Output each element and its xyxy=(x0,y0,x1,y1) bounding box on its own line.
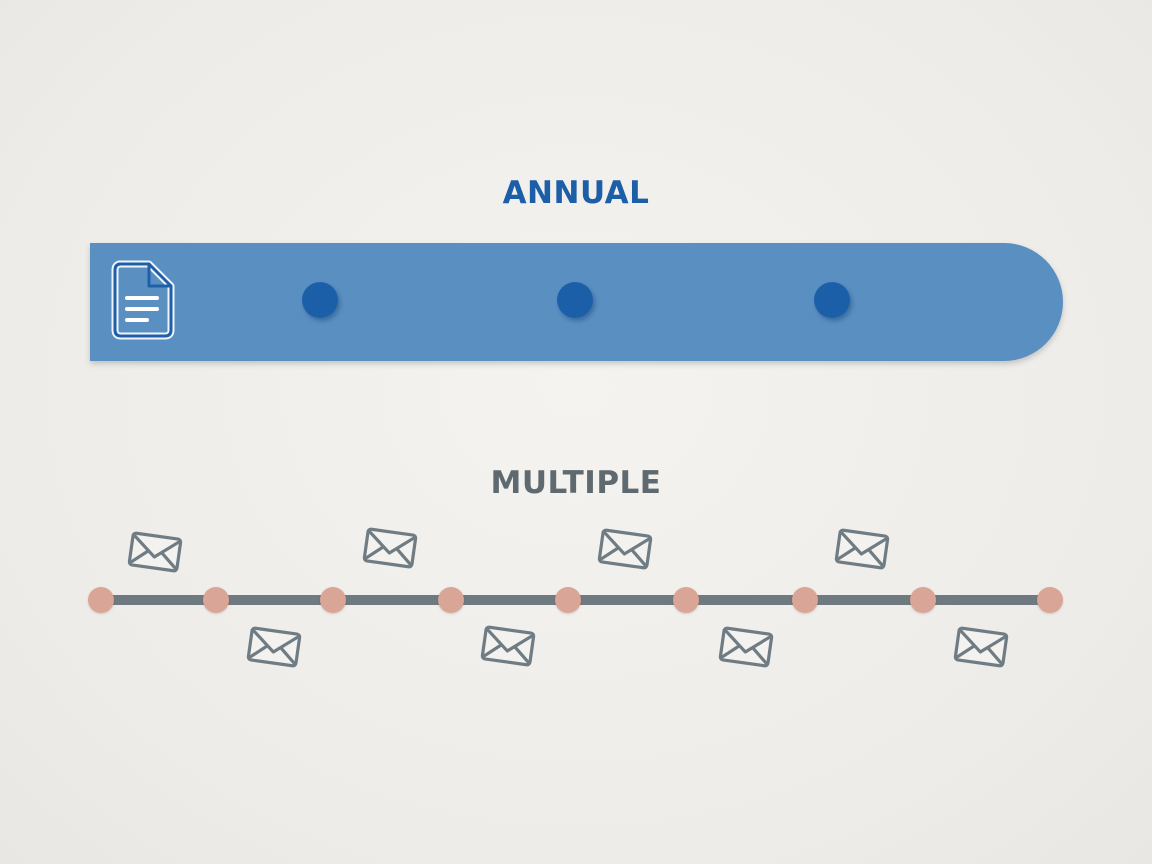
annual-event-dot xyxy=(302,282,338,318)
timeline-node xyxy=(792,587,818,613)
envelope-icon xyxy=(597,528,653,570)
multiple-timeline-nodes xyxy=(88,587,1063,613)
timeline-node xyxy=(88,587,114,613)
annual-event-dot xyxy=(814,282,850,318)
timeline-node xyxy=(910,587,936,613)
annual-title: ANNUAL xyxy=(502,175,650,211)
envelope-icon xyxy=(953,626,1009,668)
timeline-node xyxy=(438,587,464,613)
envelope-icon xyxy=(718,626,774,668)
timeline-node xyxy=(673,587,699,613)
envelope-icon xyxy=(480,625,536,667)
annual-event-dot xyxy=(557,282,593,318)
envelope-icon xyxy=(362,527,418,569)
multiple-title: MULTIPLE xyxy=(490,465,662,501)
document-icon xyxy=(111,260,175,340)
envelope-icon xyxy=(834,528,890,570)
envelope-icons xyxy=(127,527,1009,668)
envelope-icon xyxy=(246,626,302,668)
timeline-node xyxy=(203,587,229,613)
timeline-node xyxy=(320,587,346,613)
timeline-node xyxy=(1037,587,1063,613)
timeline-node xyxy=(555,587,581,613)
envelope-icon xyxy=(127,531,183,573)
